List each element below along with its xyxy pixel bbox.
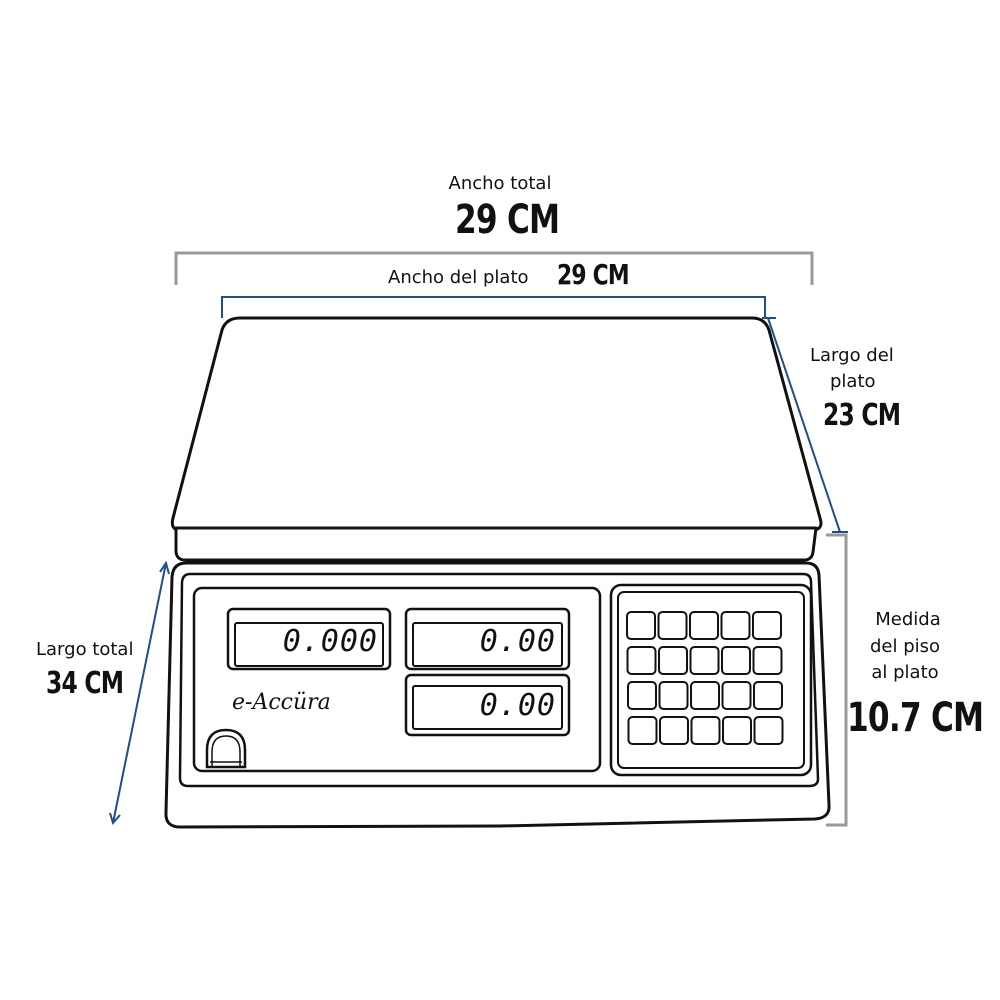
floor-to-plate-bracket xyxy=(826,533,848,827)
total-length-label: Largo total xyxy=(36,639,134,660)
keypad-key xyxy=(689,646,720,675)
keypad-key xyxy=(690,716,721,745)
keypad-key xyxy=(753,681,783,710)
lcd-total-reading: 0.00 xyxy=(479,688,556,723)
keypad-key xyxy=(752,646,783,675)
keypad-key xyxy=(658,681,689,710)
plate-length-label-line1: Largo del xyxy=(810,345,894,366)
keypad-key xyxy=(720,611,751,640)
floor-to-plate-value: 10.7 CM xyxy=(847,695,984,741)
keypad-key xyxy=(658,646,688,675)
keypad-key xyxy=(627,681,657,710)
total-width-bracket xyxy=(174,251,814,285)
keypad-key xyxy=(722,716,752,745)
keypad-key xyxy=(626,611,656,640)
keypad-key xyxy=(752,611,782,640)
plate-width-bracket xyxy=(221,296,766,318)
lcd-weight-reading: 0.000 xyxy=(282,624,378,659)
keypad-key xyxy=(721,646,751,675)
keypad-key xyxy=(659,716,689,745)
keypad-key xyxy=(690,681,720,710)
plate-width-value: 29 CM xyxy=(557,258,630,291)
keypad-key xyxy=(753,716,784,745)
floor-to-plate-label-line1: Medida xyxy=(875,609,941,630)
floor-to-plate-label-line3: al plato xyxy=(871,662,939,683)
keypad-key xyxy=(689,611,719,640)
plate-length-line xyxy=(762,317,848,533)
floor-to-plate-label-line2: del piso xyxy=(869,636,941,657)
total-width-label: Ancho total xyxy=(448,173,552,194)
keypad-key xyxy=(721,681,752,710)
total-width-value: 29 CM xyxy=(455,197,560,243)
plate-length-label-line2: plato xyxy=(830,371,876,392)
level-bubble-icon xyxy=(205,728,247,769)
keypad-key xyxy=(657,611,688,640)
keypad-key xyxy=(626,646,657,675)
plate-width-label: Ancho del plato xyxy=(388,267,529,288)
plate-length-value: 23 CM xyxy=(823,398,901,433)
lcd-price-reading: 0.00 xyxy=(479,624,556,659)
total-length-value: 34 CM xyxy=(46,666,124,701)
brand-logo: e-Accüra xyxy=(232,690,331,715)
keypad-key xyxy=(627,716,658,745)
weighing-plate xyxy=(170,316,823,562)
lcd-frames xyxy=(226,607,571,737)
keypad xyxy=(626,611,784,745)
total-length-arrow xyxy=(109,560,170,826)
